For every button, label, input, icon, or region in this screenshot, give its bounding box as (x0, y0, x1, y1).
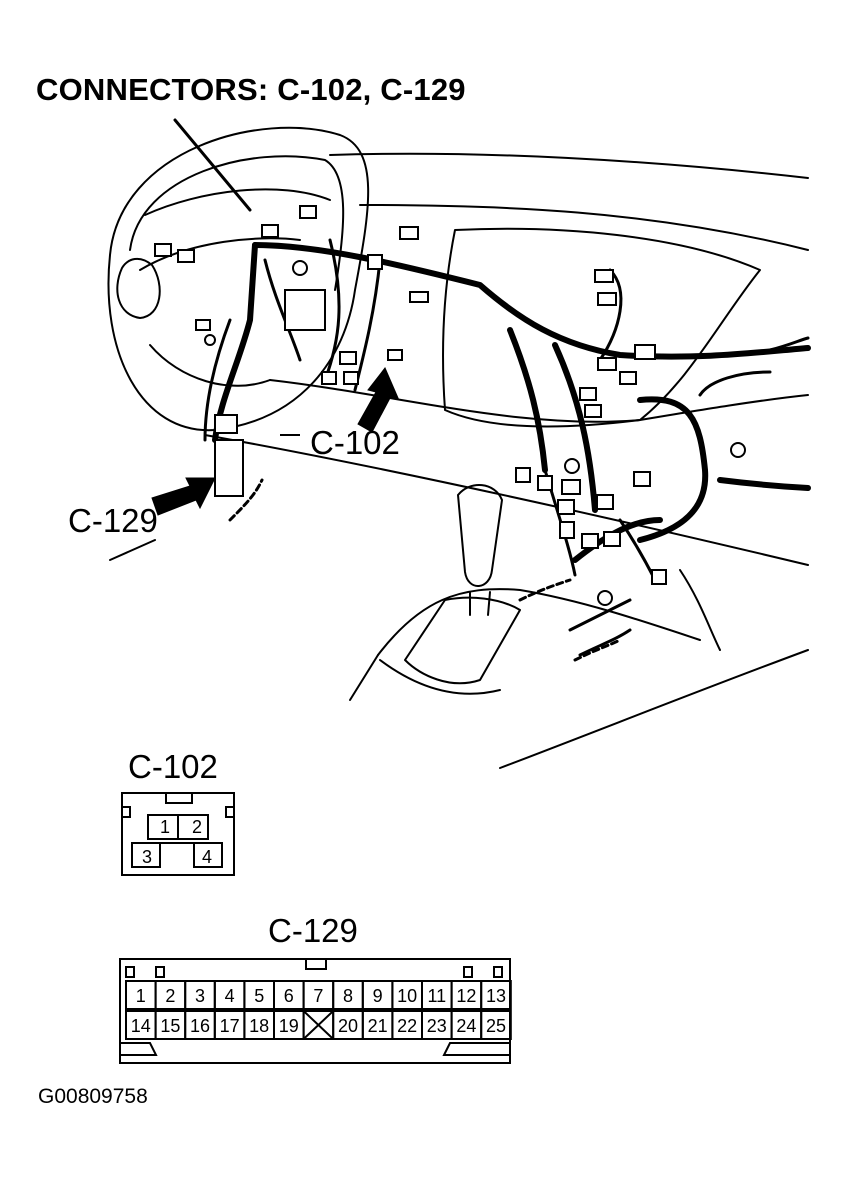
c129-pointer-arrow (151, 477, 216, 516)
page-title: CONNECTORS: C-102, C-129 (36, 72, 466, 107)
c129-pin-18: 18 (249, 1016, 269, 1036)
c129-pin-20: 20 (338, 1016, 358, 1036)
connector-c102-label: C-102 (128, 748, 218, 785)
c129-pin-5: 5 (254, 986, 264, 1006)
c129-pin-cell (480, 1010, 512, 1040)
c129-pin-25: 25 (486, 1016, 506, 1036)
c129-pin-11: 11 (427, 986, 446, 1006)
c129-pin-cell (480, 980, 512, 1010)
c102-pin-1: 1 (160, 817, 170, 837)
c129-pin-22: 22 (397, 1016, 417, 1036)
c129-pin-10: 10 (397, 986, 417, 1006)
c129-pin-24: 24 (456, 1016, 476, 1036)
c129-pin-8: 8 (343, 986, 353, 1006)
c102-pointer-arrow (357, 367, 399, 433)
c129-pin-19: 19 (279, 1016, 299, 1036)
figure-id: G00809758 (38, 1085, 148, 1108)
c129-pin-17: 17 (220, 1016, 240, 1036)
c129-pin-7: 7 (313, 986, 323, 1006)
callout-c129: C-129 (68, 502, 158, 539)
callout-c102: C-102 (310, 424, 400, 461)
c102-pin-4: 4 (202, 847, 212, 867)
c129-pin-14: 14 (131, 1016, 151, 1036)
c129-pin-9: 9 (373, 986, 383, 1006)
c102-pin-3: 3 (142, 847, 152, 867)
c129-pin-3: 3 (195, 986, 205, 1006)
c129-pin-21: 21 (368, 1016, 388, 1036)
c129-empty-cavity (302, 1010, 334, 1040)
c129-pin-2: 2 (165, 986, 175, 1006)
c129-pin-15: 15 (160, 1016, 180, 1036)
c129-pin-4: 4 (225, 986, 235, 1006)
c129-pin-16: 16 (190, 1016, 210, 1036)
c129-pin-23: 23 (427, 1016, 447, 1036)
c102-pin-2: 2 (192, 817, 202, 837)
connector-c102-face: 1 2 3 4 (121, 792, 235, 876)
c129-pin-13: 13 (486, 986, 506, 1006)
connector-c129-label: C-129 (268, 912, 358, 949)
c129-pin-1: 1 (136, 986, 146, 1006)
c129-pin-6: 6 (284, 986, 294, 1006)
c129-pin-12: 12 (456, 986, 476, 1006)
